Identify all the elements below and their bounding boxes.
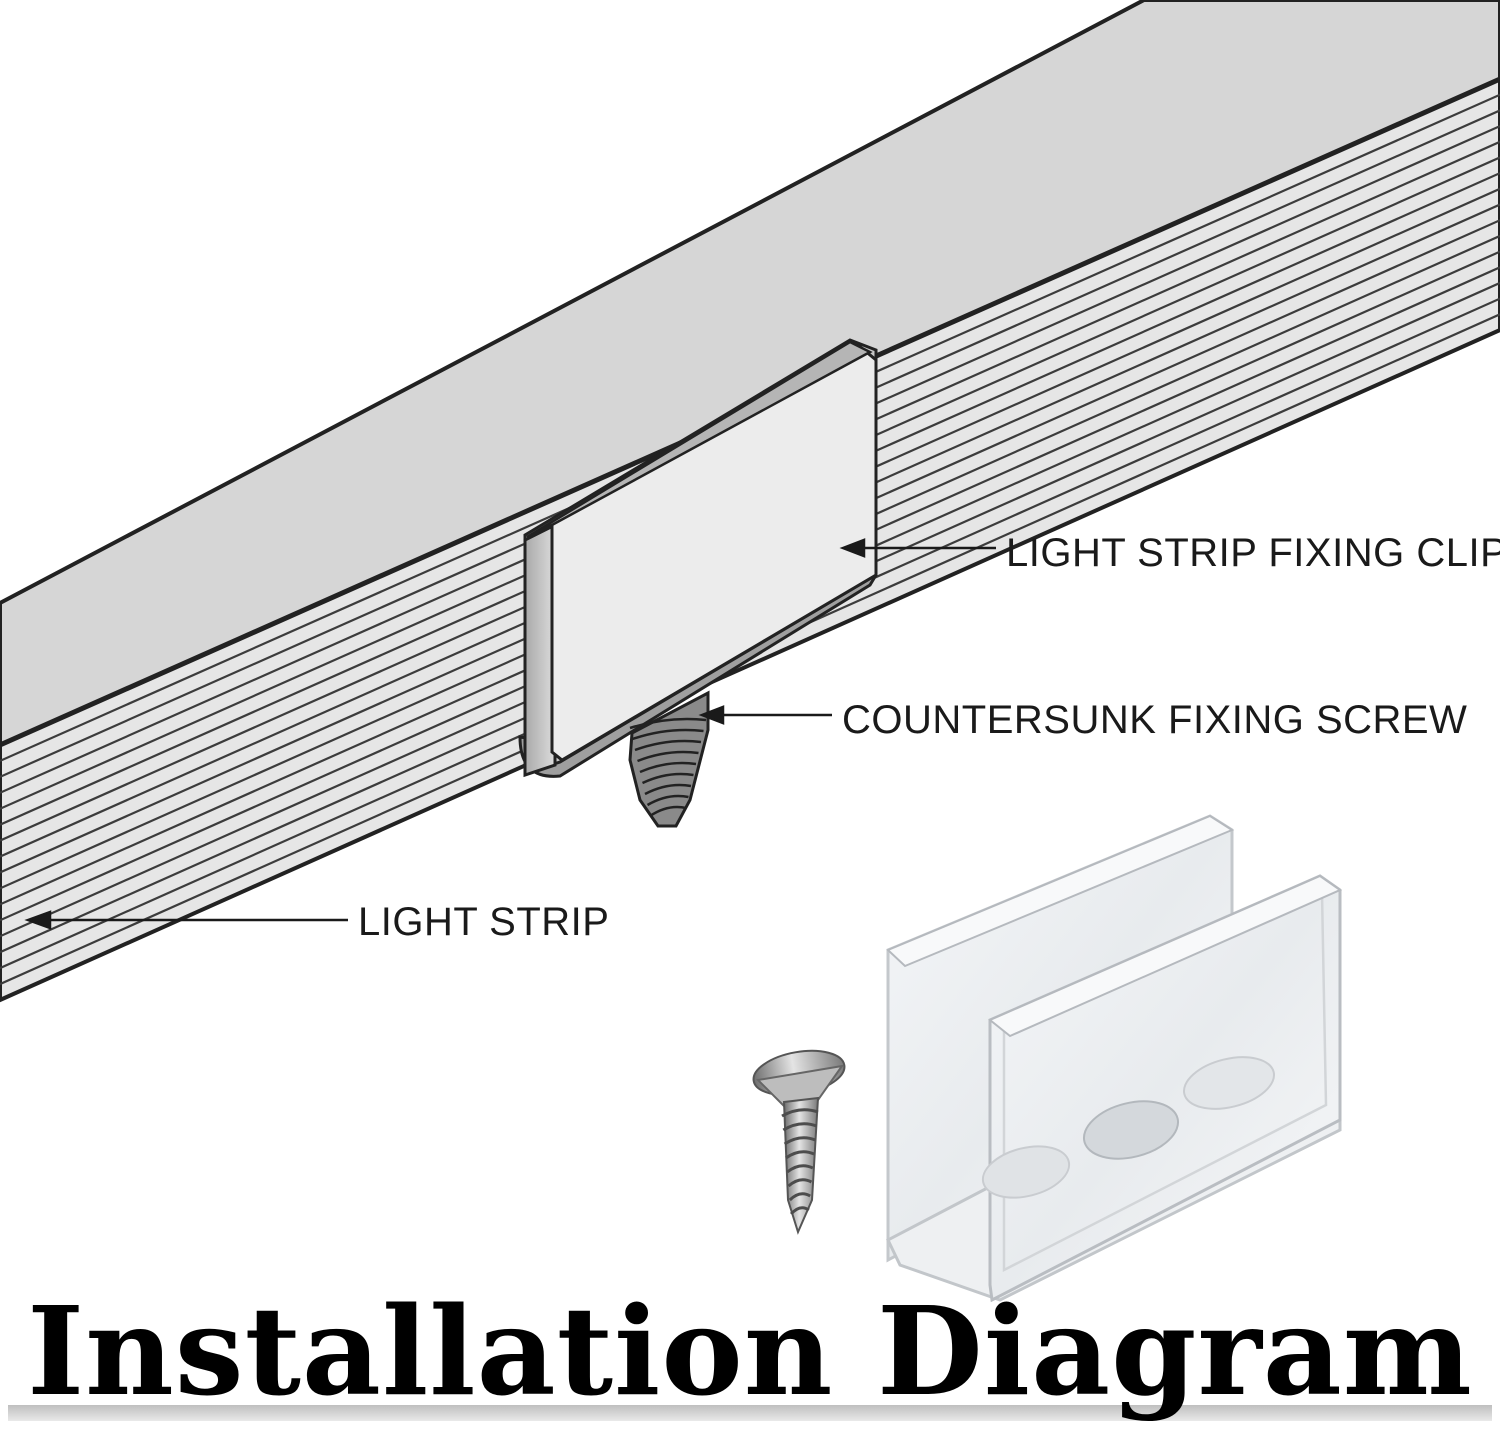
title-shadow-band [8,1405,1492,1421]
clear-clip-photo [886,814,1343,1303]
diagram-title: Installation Diagram [27,1279,1473,1423]
fixing-clip-drawing [518,338,878,778]
screw-drawing [628,690,710,828]
callout-leaders [24,538,996,930]
steel-screw-photo [752,1049,846,1235]
label-fixing-clip: LIGHT STRIP FIXING CLIP [1006,531,1500,575]
light-strip-top-face [0,0,1500,748]
label-light-strip: LIGHT STRIP [358,900,610,944]
label-fixing-screw: COUNTERSUNK FIXING SCREW [842,698,1468,742]
